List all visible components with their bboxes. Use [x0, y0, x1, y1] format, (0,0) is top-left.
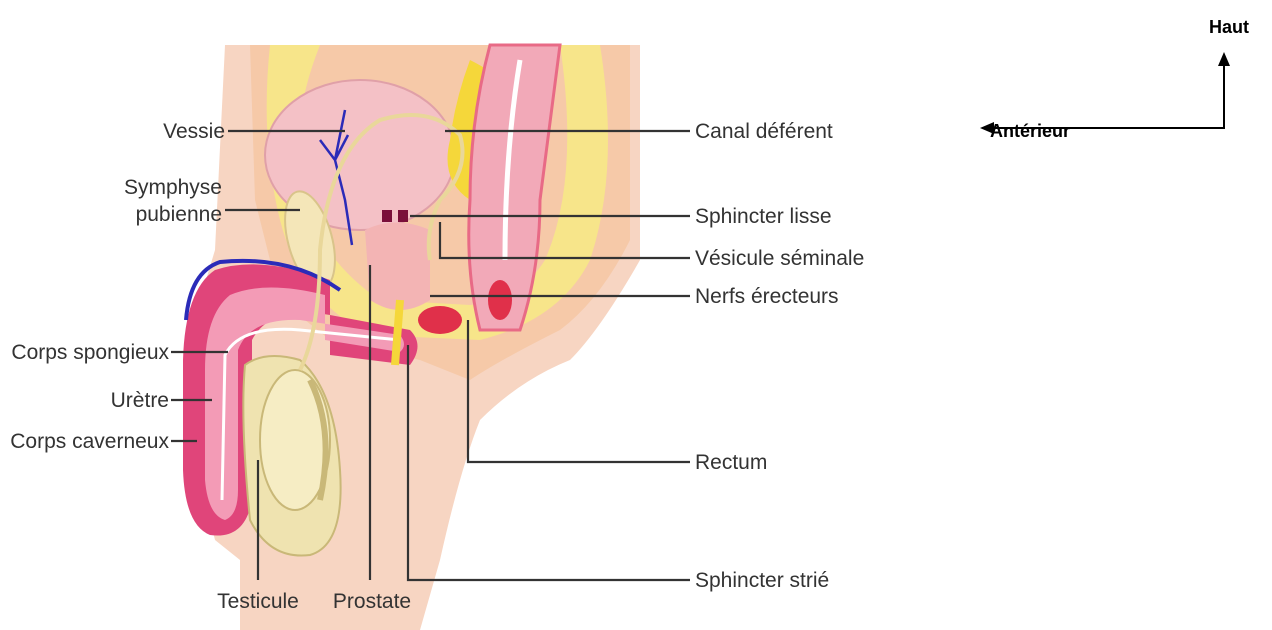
label-corps-caverneux: Corps caverneux [10, 430, 169, 453]
smooth-sphincter [382, 210, 392, 222]
label-nerfs-erecteurs: Nerfs érecteurs [695, 285, 839, 308]
label-symphyse-line1: Symphyse [124, 176, 222, 199]
label-anterieur: Antérieur [990, 121, 1070, 141]
label-canal-deferent: Canal déférent [695, 120, 833, 143]
label-uretre: Urètre [111, 389, 169, 412]
rectum-spot [488, 280, 512, 320]
label-sphincter-lisse: Sphincter lisse [695, 205, 832, 228]
label-rectum: Rectum [695, 451, 767, 474]
arrow-up-head [1218, 52, 1230, 66]
label-vessie: Vessie [163, 120, 225, 143]
label-testicule: Testicule [217, 590, 299, 613]
label-symphyse-line2: pubienne [136, 203, 222, 226]
label-sphincter-strie: Sphincter strié [695, 569, 829, 592]
label-prostate: Prostate [333, 590, 411, 613]
orientation-indicator: Haut Antérieur [980, 17, 1249, 141]
label-vesicule-seminale: Vésicule séminale [695, 247, 864, 270]
striated-sphincter [395, 300, 400, 365]
prostate-region [365, 223, 430, 311]
sphincter-red [418, 306, 462, 334]
label-corps-spongieux: Corps spongieux [11, 341, 169, 364]
label-haut: Haut [1209, 17, 1249, 37]
smooth-sphincter-b [398, 210, 408, 222]
orientation-axes [990, 62, 1224, 128]
